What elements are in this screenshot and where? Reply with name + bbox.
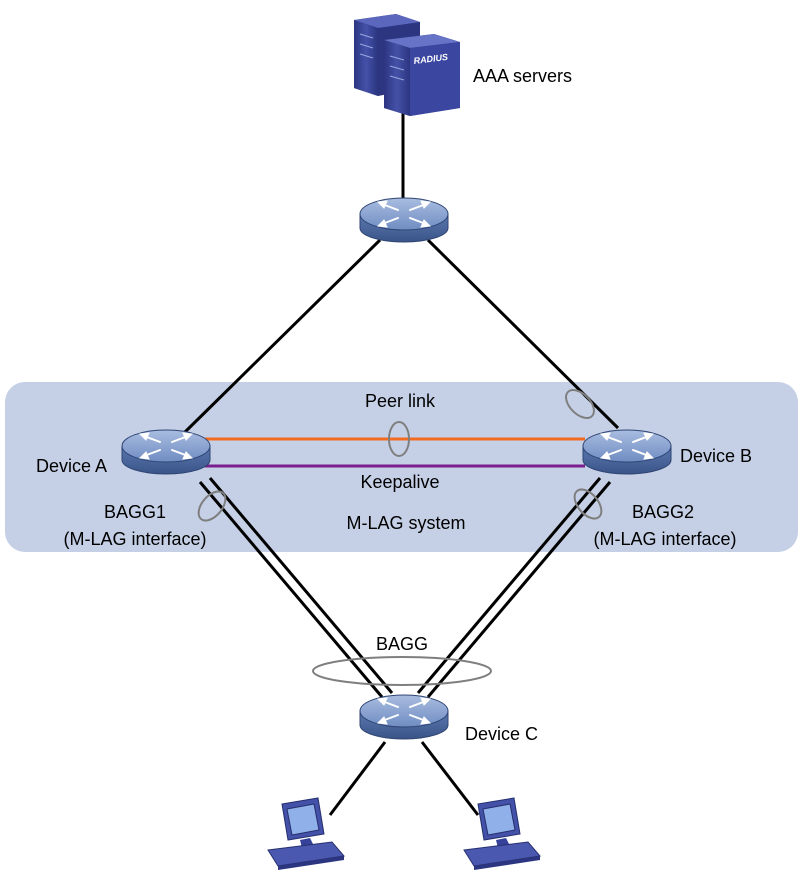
aaa-servers-label: AAA servers: [473, 66, 572, 86]
computer-icon: [463, 797, 541, 871]
core-uplink-ring: [565, 389, 595, 419]
computer-icon: [267, 797, 345, 871]
mlag-system-label: M-LAG system: [346, 513, 465, 533]
link-device-a-device-c-1: [198, 481, 384, 698]
link-core-device-a: [183, 238, 382, 434]
radius-label: RADIUS: [413, 52, 448, 66]
radius-server-icon: RADIUS: [354, 14, 460, 116]
device-b-label: Device B: [680, 446, 752, 466]
aggregation-rings: [197, 389, 603, 686]
peer-link-ring: [388, 421, 410, 457]
device-c-switch-icon: [359, 694, 449, 740]
device-a-switch-icon: [121, 429, 211, 475]
bagg1-sub-label: (M-LAG interface): [63, 529, 206, 549]
device-a-label: Device A: [36, 456, 107, 476]
link-device-a-device-c-2: [208, 477, 394, 694]
device-b-switch-icon: [582, 429, 672, 475]
link-device-c-host-left: [328, 741, 387, 816]
bagg1-label: BAGG1: [104, 502, 166, 522]
link-device-c-host-right: [420, 741, 480, 816]
link-device-b-device-c-1: [416, 477, 602, 694]
bagg-ring: [312, 656, 492, 686]
device-c-label: Device C: [465, 724, 538, 744]
bagg-label: BAGG: [376, 634, 428, 654]
switch-icon: [359, 197, 449, 243]
link-device-b-device-c-2: [426, 481, 612, 698]
bagg1-ring: [197, 490, 227, 522]
peer-link-label: Peer link: [365, 391, 436, 411]
keepalive-label: Keepalive: [360, 472, 439, 492]
bagg2-label: BAGG2: [632, 502, 694, 522]
bagg2-sub-label: (M-LAG interface): [593, 529, 736, 549]
bagg2-ring: [573, 488, 603, 520]
